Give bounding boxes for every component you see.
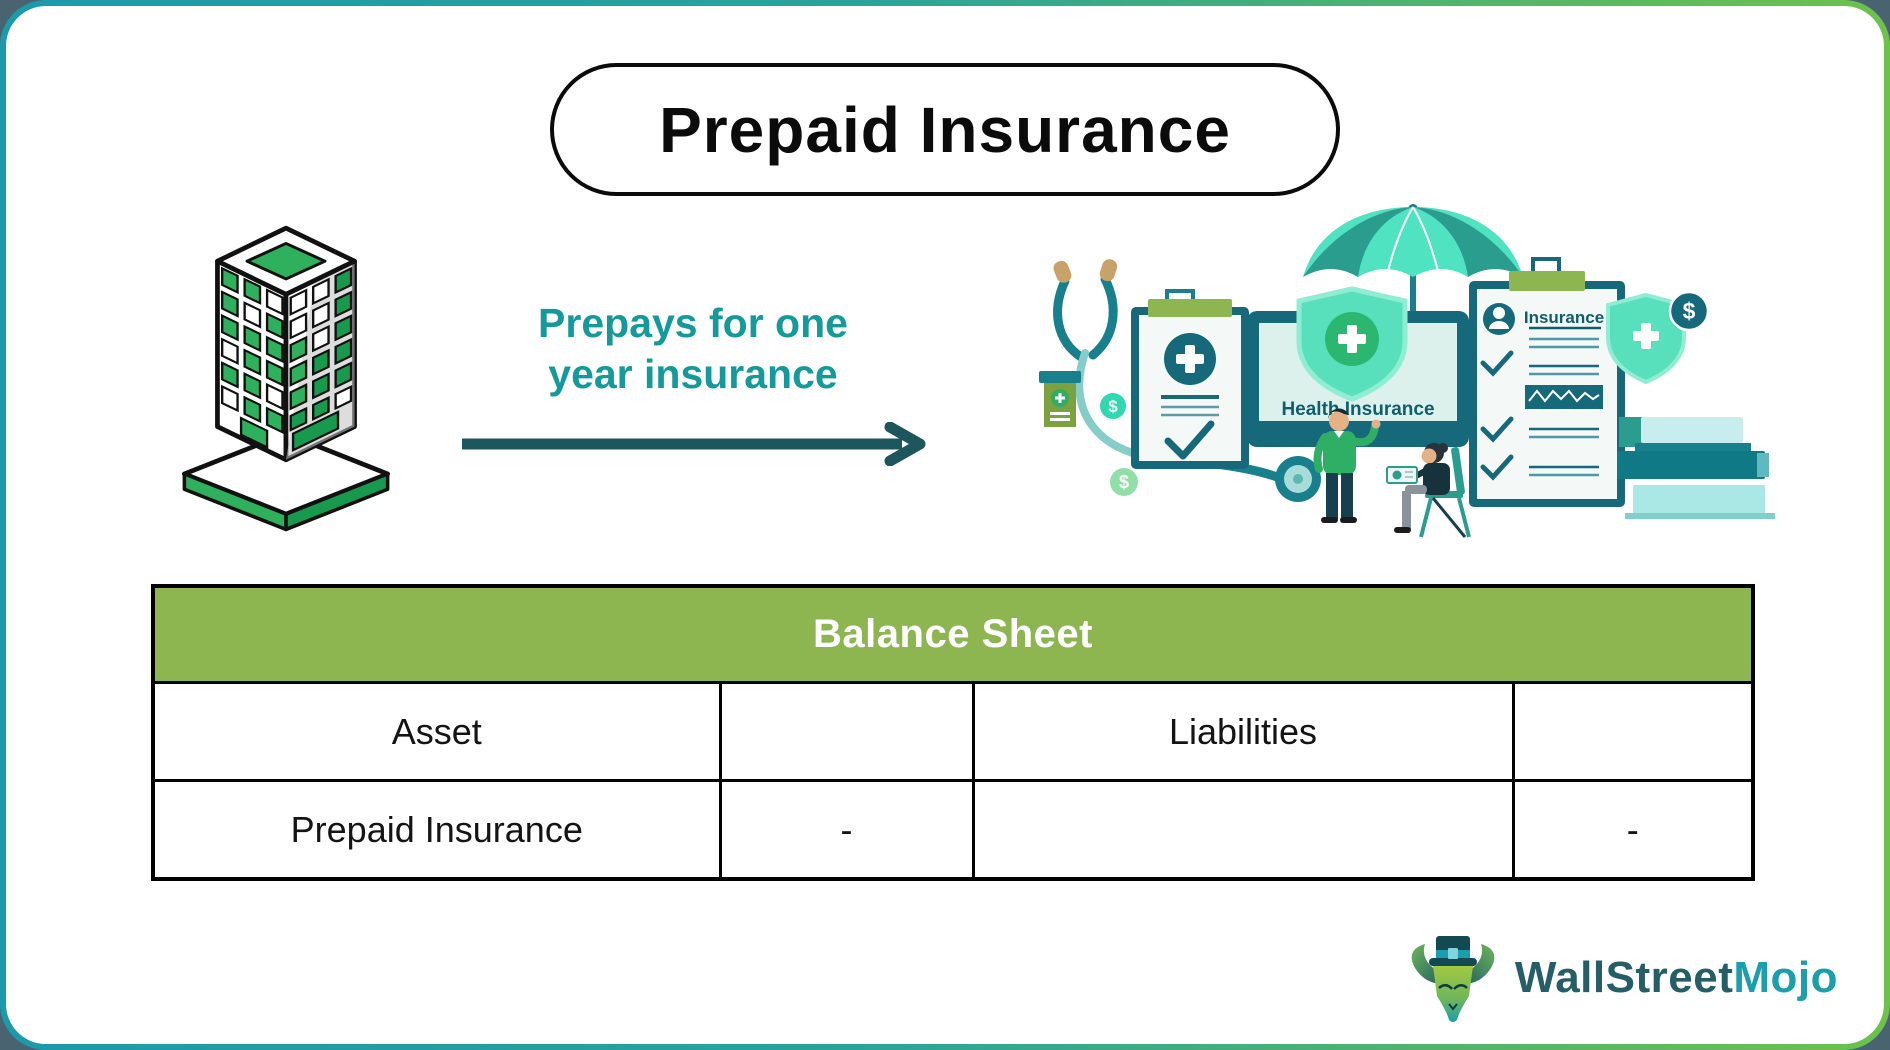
monitor-label: Health Insurance — [1281, 399, 1434, 420]
page-title: Prepaid Insurance — [659, 93, 1231, 166]
cell-liabilities-item — [971, 779, 1515, 881]
health-shield-icon — [1296, 286, 1408, 402]
table-row: Prepaid Insurance - - — [151, 779, 1755, 881]
logo-text-primary: WallStreet — [1514, 953, 1734, 1002]
balance-sheet-table: Balance Sheet Asset Liabilities Prepaid … — [151, 584, 1756, 881]
flow-caption-line1: Prepays for one — [538, 300, 848, 346]
pill-bottle-icon — [1039, 371, 1081, 427]
bull-logo-icon — [1411, 936, 1495, 1022]
title-pill: Prepaid Insurance — [550, 63, 1340, 196]
medical-clipboard-icon — [1131, 289, 1249, 469]
building-icon — [182, 225, 390, 532]
cell-asset: Asset — [151, 681, 722, 782]
cell-liabilities: Liabilities — [971, 681, 1515, 782]
logo-wordmark: WallStreetMojo — [1515, 953, 1838, 1003]
table-row: Asset Liabilities — [151, 681, 1755, 782]
insurance-illustration: $ $ — [1039, 204, 1775, 538]
cell-asset-value — [718, 681, 975, 782]
dollar-coin-icon: $ — [1110, 468, 1138, 496]
svg-text:$: $ — [1119, 472, 1129, 492]
dollar-coin-icon: $ — [1100, 393, 1126, 419]
money-shield-icon: $ — [1606, 290, 1710, 385]
person-avatar-icon — [1483, 303, 1515, 335]
table-header: Balance Sheet — [151, 584, 1755, 684]
flow-caption: Prepays for one year insurance — [433, 298, 953, 401]
arrow-right-icon — [462, 422, 926, 466]
svg-text:$: $ — [1683, 298, 1696, 324]
chart-band-icon — [1525, 385, 1603, 409]
svg-text:$: $ — [1108, 397, 1118, 416]
laptop-icon — [1386, 466, 1418, 484]
person-standing — [1313, 408, 1381, 523]
books-stack-icon — [1617, 417, 1775, 519]
cell-prepaid-insurance: Prepaid Insurance — [151, 779, 722, 881]
cell-liabilities-item-value: - — [1511, 779, 1755, 881]
person-sitting — [1386, 443, 1471, 538]
cell-liabilities-value — [1511, 681, 1755, 782]
flow-caption-line2: year insurance — [548, 351, 838, 398]
insurance-clipboard-icon: Insurance — [1469, 257, 1625, 507]
card-background: Prepaid Insurance — [6, 6, 1884, 1044]
cell-prepaid-insurance-value: - — [718, 779, 975, 881]
umbrella-icon — [1303, 204, 1523, 321]
logo-text-secondary: Mojo — [1733, 953, 1838, 1002]
clipboard-title: Insurance — [1524, 308, 1604, 327]
wallstreetmojo-logo: WallStreetMojo — [1403, 932, 1838, 1024]
